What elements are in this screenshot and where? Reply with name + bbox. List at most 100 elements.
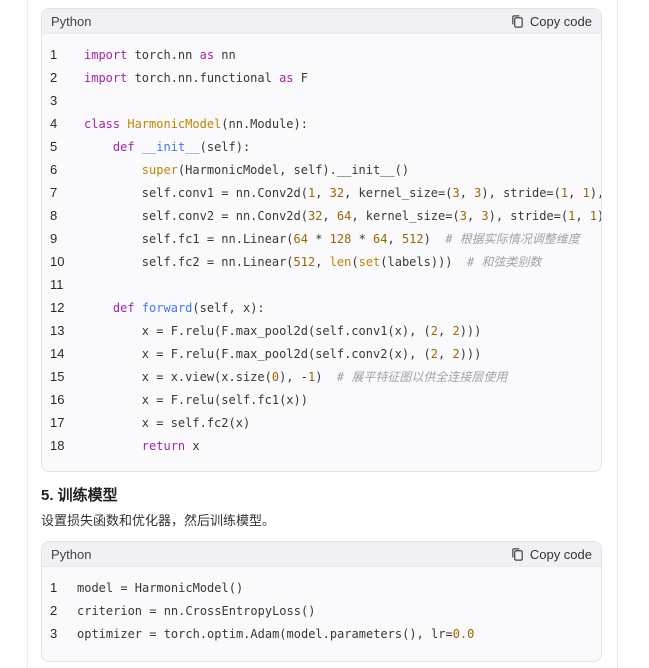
- code-text: self.fc1 = nn.Linear(64 * 128 * 64, 512)…: [84, 230, 601, 247]
- code-text: self.fc2 = nn.Linear(512, len(set(labels…: [84, 253, 601, 270]
- copy-code-label: Copy code: [529, 546, 592, 562]
- copy-code-button[interactable]: Copy code: [510, 14, 592, 29]
- section-paragraph: 设置损失函数和优化器，然后训练模型。: [41, 513, 276, 528]
- code-text: criterion = nn.CrossEntropyLoss(): [77, 604, 601, 618]
- code-token: ,: [387, 232, 402, 246]
- code-token: , kernel_size=(: [351, 208, 460, 223]
- code-token: [84, 439, 142, 453]
- code-token: [84, 301, 113, 315]
- code-token: ): [315, 370, 337, 384]
- code-text: def __init__(self):: [84, 140, 601, 154]
- code-line: 11: [42, 273, 601, 296]
- line-number: 10: [50, 254, 65, 269]
- code-token: x = self.fc2(x): [84, 415, 251, 430]
- code-token: 2: [452, 346, 460, 361]
- line-number: 6: [50, 162, 58, 177]
- code-token: HarmonicModel: [127, 116, 222, 131]
- code-token: model = HarmonicModel(): [77, 580, 244, 595]
- code-token: 2: [452, 323, 460, 338]
- code-token: 64: [336, 208, 352, 223]
- code-token: 3: [452, 185, 460, 200]
- code-token: 1: [307, 370, 316, 384]
- code-token: as: [199, 47, 215, 62]
- code-token: ), stride=(: [488, 208, 569, 223]
- code-text: import torch.nn as nn: [84, 48, 601, 62]
- code-token: return: [141, 438, 186, 453]
- code-token: [135, 301, 142, 315]
- code-token: torch.nn: [127, 47, 200, 62]
- code-text: optimizer = torch.optim.Adam(model.param…: [77, 627, 601, 641]
- code-token: 3: [474, 185, 482, 200]
- line-number: 1: [50, 580, 58, 595]
- code-token: self.fc2 = nn.Linear(: [84, 255, 294, 269]
- code-text: model = HarmonicModel(): [77, 581, 601, 595]
- code-token: x = F.relu(F.max_pool2d(self.conv2(x), (: [84, 346, 431, 361]
- code-token: class: [84, 116, 121, 131]
- code-token: # 根据实际情况调整维度: [445, 232, 580, 246]
- code-token: x: [185, 438, 200, 453]
- code-block: Python Copy code 1 import torch.nn as nn 2…: [41, 8, 602, 472]
- code-text: super(HarmonicModel, self).__init__(): [84, 163, 601, 177]
- copy-icon: [512, 547, 523, 561]
- line-number: 14: [50, 346, 65, 361]
- line-number: 15: [50, 369, 65, 384]
- code-token: 0: [271, 370, 280, 384]
- code-token: def: [112, 300, 135, 315]
- code-token: (self):: [199, 139, 251, 154]
- line-number: 11: [50, 277, 64, 292]
- copy-icon: [512, 14, 523, 28]
- code-token: ,: [459, 185, 475, 200]
- page-frame: [27, 0, 618, 668]
- code-line: 16 x = F.relu(self.fc1(x)): [42, 388, 601, 411]
- code-token: [84, 140, 113, 154]
- code-text: x = F.relu(F.max_pool2d(self.conv2(x), (…: [84, 347, 601, 361]
- line-number: 2: [50, 70, 58, 85]
- code-token: (HarmonicModel, self).__init__(): [177, 162, 410, 177]
- code-token: [135, 140, 142, 154]
- code-lines: 1 import torch.nn as nn 2 import torch.nn.f…: [42, 34, 601, 457]
- code-token: as: [279, 70, 294, 85]
- code-token: import: [84, 70, 128, 85]
- code-line: 3: [42, 89, 601, 112]
- code-line: 1 model = HarmonicModel(): [42, 576, 601, 599]
- line-number: 18: [50, 438, 65, 453]
- code-line: 15 x = x.view(x.size(0), -1) # 展平特征图以供全连…: [42, 365, 601, 388]
- code-token: self.conv2 = nn.Conv2d(: [84, 208, 308, 223]
- code-token: *: [351, 232, 374, 246]
- code-token: nn: [214, 47, 236, 62]
- code-token: self.fc1 = nn.Linear(: [84, 232, 294, 246]
- code-token: *: [307, 232, 330, 246]
- code-line: 10 self.fc2 = nn.Linear(512, len(set(lab…: [42, 250, 601, 273]
- code-token: forward: [141, 300, 193, 315]
- code-token: 3: [481, 208, 489, 223]
- code-token: set: [358, 255, 381, 269]
- code-line: 17 x = self.fc2(x): [42, 411, 601, 434]
- code-language-label: Python: [51, 13, 92, 29]
- code-line: 6 super(HarmonicModel, self).__init__(): [42, 158, 601, 181]
- code-token: 1: [568, 208, 576, 223]
- code-text: def forward(self, x):: [84, 301, 601, 315]
- code-line: 3 optimizer = torch.optim.Adam(model.para…: [42, 622, 601, 645]
- code-token: ,: [315, 255, 330, 269]
- code-token: criterion = nn.CrossEntropyLoss(): [77, 603, 316, 618]
- code-text: self.conv2 = nn.Conv2d(32, 64, kernel_si…: [84, 209, 601, 223]
- code-line: 12 def forward(self, x):: [42, 296, 601, 319]
- code-block-header: Python Copy code: [42, 9, 601, 34]
- code-token: ,: [322, 208, 337, 223]
- code-token: # 和弦类别数: [466, 255, 542, 269]
- code-token: 1: [560, 185, 569, 200]
- code-token: super: [141, 162, 178, 177]
- line-number: 3: [50, 626, 58, 641]
- code-token: x = F.relu(self.fc1(x)): [84, 392, 308, 407]
- code-token: ,: [438, 346, 453, 361]
- code-token: torch.nn.functional: [127, 70, 280, 85]
- code-token: 128: [329, 232, 352, 246]
- code-token: 1: [589, 208, 598, 223]
- copy-code-label: Copy code: [529, 13, 592, 29]
- code-token: def: [112, 139, 135, 154]
- line-number: 17: [50, 415, 65, 430]
- copy-code-button[interactable]: Copy code: [510, 547, 592, 562]
